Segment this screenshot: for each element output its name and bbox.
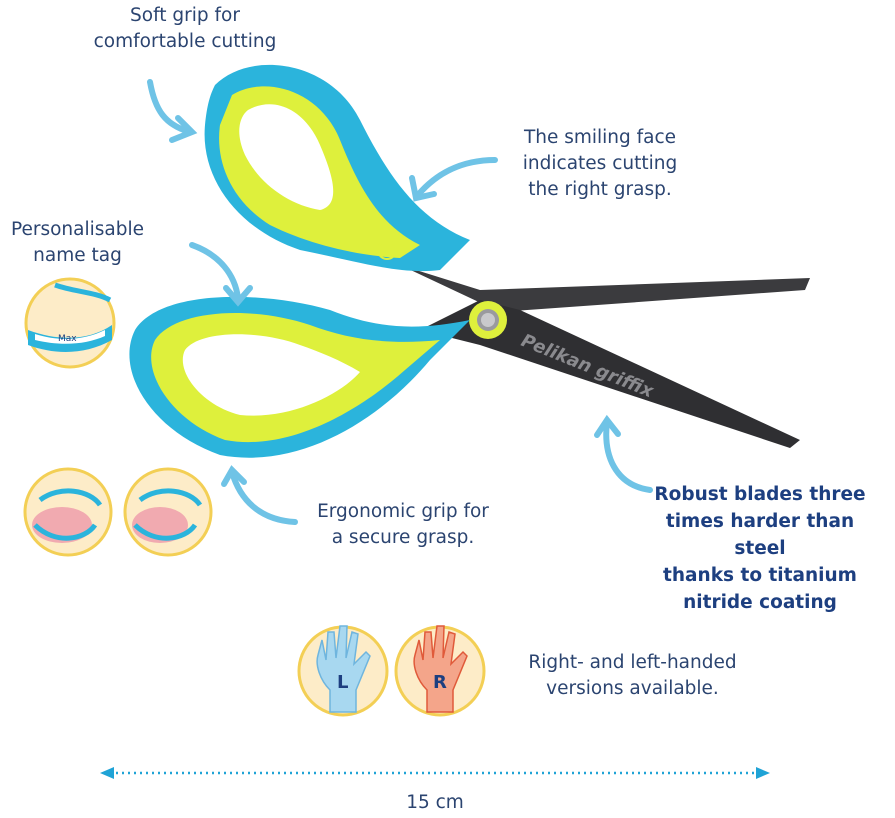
name-tag-badge: Max bbox=[24, 277, 116, 369]
right-hand-letter: R bbox=[433, 672, 447, 693]
arrow-ergonomic bbox=[229, 469, 298, 525]
smiley-icon bbox=[377, 240, 397, 260]
right-hand-badge bbox=[394, 625, 486, 717]
callout-arrows bbox=[147, 79, 653, 525]
top-handle bbox=[204, 64, 470, 272]
grip-photo-badge-2 bbox=[123, 467, 213, 557]
length-label: 15 cm bbox=[406, 792, 464, 813]
arrow-right-icon bbox=[756, 767, 770, 779]
left-hand-letter: L bbox=[337, 672, 348, 693]
arrow-soft-grip bbox=[147, 79, 193, 135]
bottom-handle bbox=[129, 296, 470, 458]
grip-photo-badge-1 bbox=[23, 467, 113, 557]
arrow-smiling-face bbox=[415, 157, 498, 198]
name-tag-sample: Max bbox=[58, 334, 77, 344]
arrow-left-icon bbox=[100, 767, 114, 779]
left-hand-badge bbox=[297, 625, 389, 717]
arrow-blades bbox=[603, 419, 653, 493]
arrow-name-tag bbox=[189, 242, 241, 301]
